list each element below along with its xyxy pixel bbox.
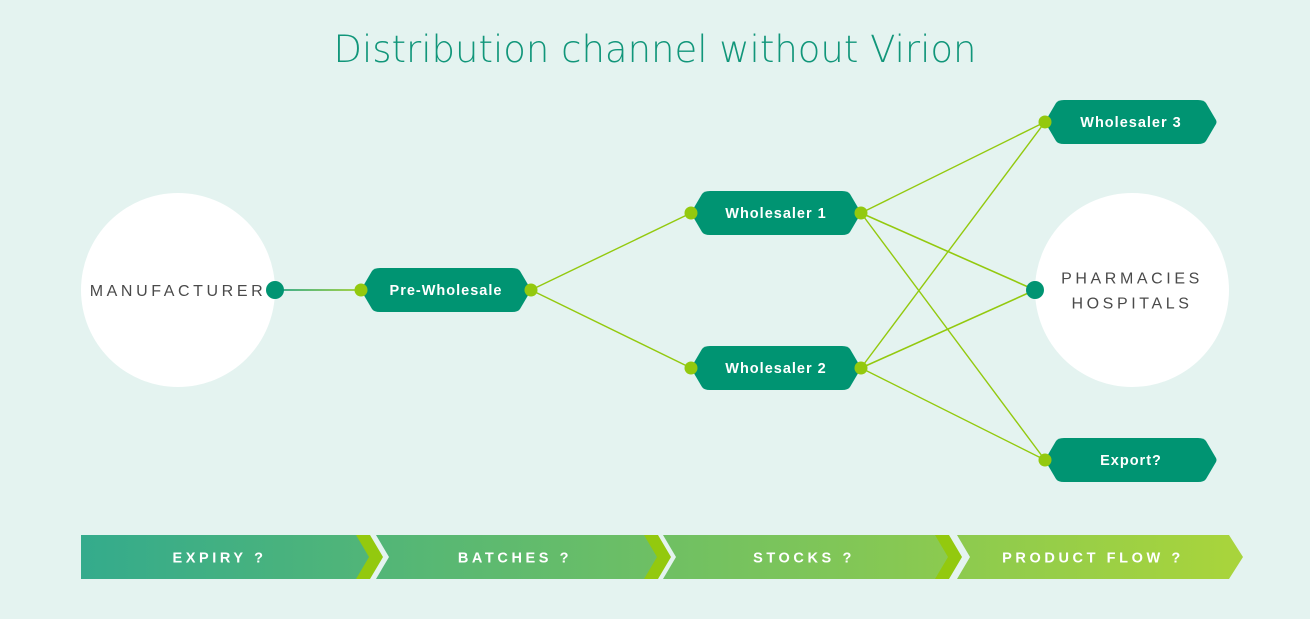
node-export: Export? [1045, 438, 1217, 482]
wholesaler-1-in-dot [684, 206, 698, 220]
nodes: Pre-Wholesale Wholesaler 1 Wholesaler 2 Who… [266, 100, 1217, 482]
node-label: Export? [1100, 453, 1162, 469]
bar-segment-label: BATCHES ? [458, 551, 572, 567]
bottom-bar: EXPIRY ? BATCHES ? STOCKS ? PRODUCT FLOW ? [81, 535, 1243, 579]
endpoint-circle [1035, 193, 1229, 387]
node-shape [1045, 438, 1217, 482]
node-label: Wholesaler 3 [1080, 115, 1181, 131]
pharmacies-connector-dot [1026, 281, 1044, 299]
pre-wholesale-out-dot [524, 283, 538, 297]
bar-segment-label: EXPIRY ? [172, 551, 266, 567]
node-label: Wholesaler 2 [725, 361, 826, 377]
endpoint-manufacturer: MANUFACTURER [81, 193, 275, 387]
node-shape [361, 268, 531, 312]
export-in-dot [1038, 453, 1052, 467]
wholesaler-2-out-dot [854, 361, 868, 375]
bar-segment-3: STOCKS ? [663, 535, 962, 579]
diagram-title: Distribution channel without Virion [333, 28, 977, 71]
bar-chevron-accent [935, 535, 962, 579]
bar-segment-label: STOCKS ? [753, 551, 855, 567]
edge-pre-wholesale-to-wholesaler-2 [530, 289, 692, 369]
endpoint-label: HOSPITALS [1071, 296, 1192, 313]
bar-segment-2: BATCHES ? [376, 535, 671, 579]
wholesaler-1-out-dot [854, 206, 868, 220]
edge-pre-wholesale-to-wholesaler-1 [530, 212, 692, 291]
bar-chevron-accent [644, 535, 671, 579]
bar-segment-shape [81, 535, 380, 579]
edge-wholesaler-2-to-wholesaler-3 [860, 121, 1046, 369]
wholesaler-3-in-dot [1038, 115, 1052, 129]
node-wholesaler-1: Wholesaler 1 [691, 191, 861, 235]
endpoint-label: PHARMACIES [1061, 271, 1203, 288]
edge-wholesaler-2-to-export [860, 367, 1046, 461]
wholesaler-2-in-dot [684, 361, 698, 375]
node-wholesaler-2: Wholesaler 2 [691, 346, 861, 390]
node-shape [691, 346, 861, 390]
bar-segment-shape [957, 535, 1243, 579]
endpoints: MANUFACTURER PHARMACIES HOSPITALS [81, 193, 1229, 387]
bar-segment-4: PRODUCT FLOW ? [957, 535, 1243, 579]
endpoint-label: MANUFACTURER [90, 283, 267, 300]
edge-wholesaler-2-to-pharmacies [860, 289, 1036, 369]
node-label: Pre-Wholesale [390, 283, 503, 299]
node-pre-wholesale: Pre-Wholesale [361, 268, 531, 312]
endpoint-pharmacies: PHARMACIES HOSPITALS [1035, 193, 1229, 387]
bar-segment-1: EXPIRY ? [81, 535, 383, 579]
node-wholesaler-3: Wholesaler 3 [1045, 100, 1217, 144]
bar-segment-shape [663, 535, 959, 579]
node-shape [691, 191, 861, 235]
endpoint-circle [81, 193, 275, 387]
bar-segment-shape [376, 535, 668, 579]
node-shape [1045, 100, 1217, 144]
pre-wholesale-in-dot [354, 283, 368, 297]
edge-wholesaler-1-to-wholesaler-3 [860, 121, 1046, 214]
bar-chevron-accent [356, 535, 383, 579]
edge-wholesaler-1-to-export [860, 212, 1046, 461]
node-label: Wholesaler 1 [725, 206, 826, 222]
manufacturer-connector-dot [266, 281, 284, 299]
edges [275, 121, 1046, 461]
bar-segment-label: PRODUCT FLOW ? [1002, 551, 1184, 567]
